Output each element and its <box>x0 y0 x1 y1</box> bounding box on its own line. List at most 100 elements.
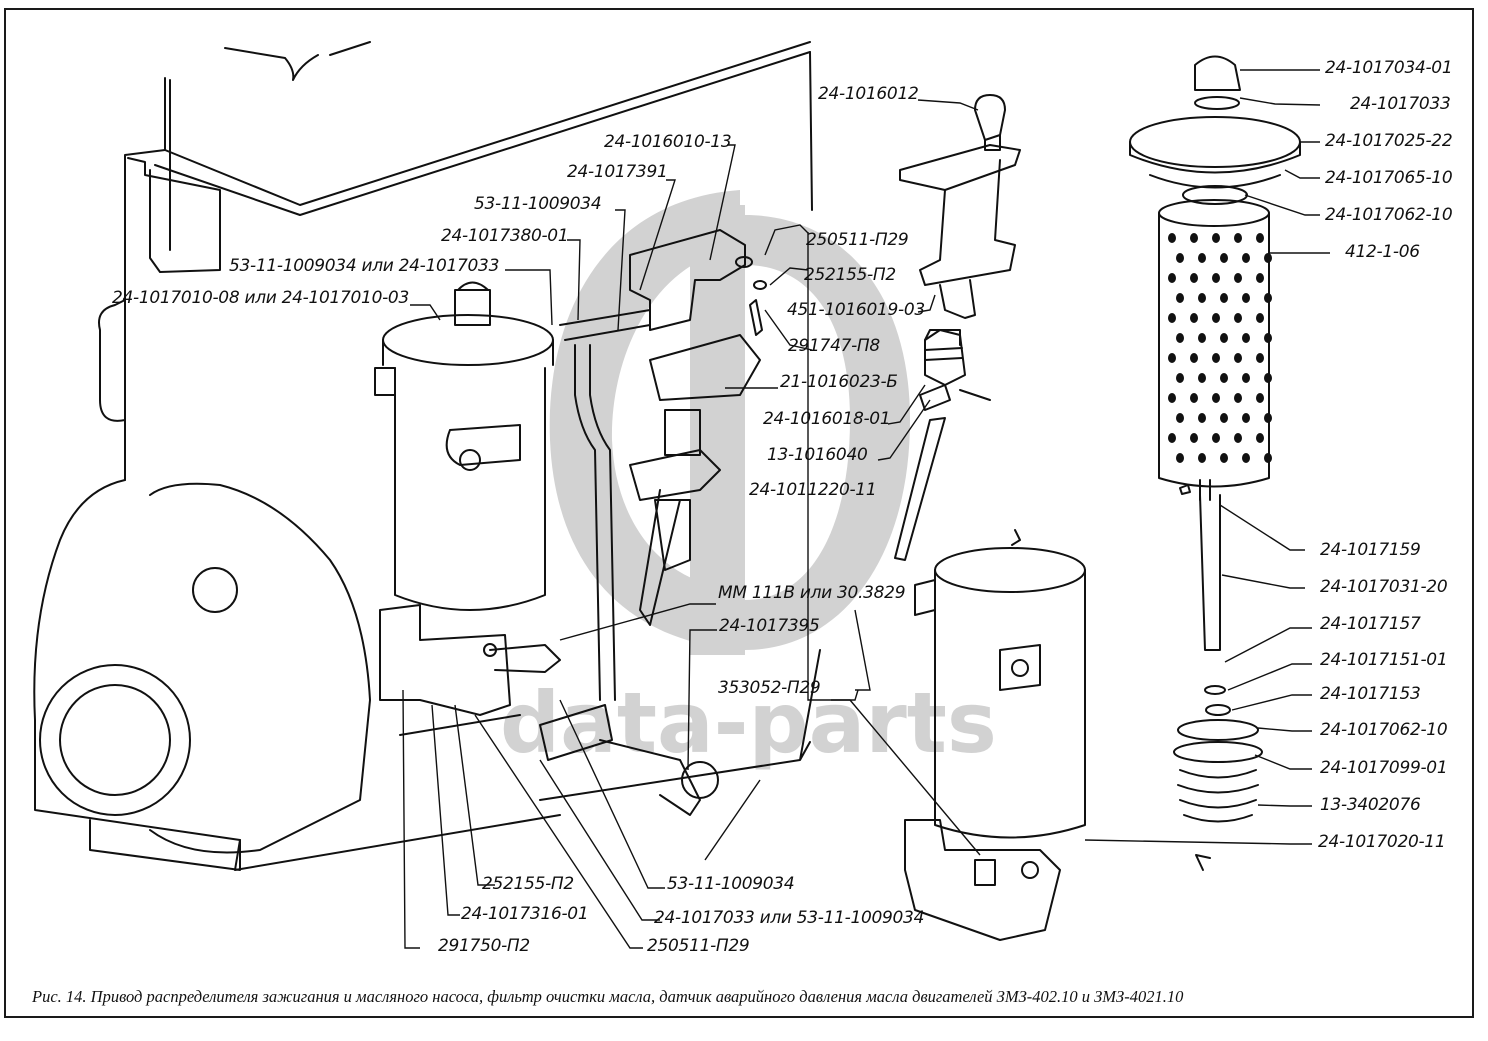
perforation-hole <box>1190 353 1198 363</box>
perforation-hole <box>1168 273 1176 283</box>
perforation-hole <box>1242 333 1250 343</box>
perforation-hole <box>1190 393 1198 403</box>
part-label: 53-11-1009034 или 24-1017033 <box>229 256 500 276</box>
perforation-hole <box>1220 293 1228 303</box>
part-label: 24-1016018-01 <box>763 409 891 429</box>
part-label: 24-1017153 <box>1320 684 1421 704</box>
perforation-hole <box>1264 293 1272 303</box>
part-label: 252155-П2 <box>804 265 896 285</box>
perforation-hole <box>1234 233 1242 243</box>
distributor-housing <box>894 94 1021 561</box>
perforation-hole <box>1168 433 1176 443</box>
perforation-hole <box>1234 313 1242 323</box>
part-label: 24-1017316-01 <box>461 904 589 924</box>
part-label: 24-1017034-01 <box>1325 58 1453 78</box>
perforation-hole <box>1176 453 1184 463</box>
part-label: ММ 111В или 30.3829 <box>718 583 906 603</box>
part-label: 250511-П29 <box>806 230 909 250</box>
part-label: 24-1017151-01 <box>1320 650 1448 670</box>
part-label: 252155-П2 <box>482 874 574 894</box>
oil-filter-on-engine <box>374 281 561 716</box>
perforation-hole <box>1176 333 1184 343</box>
perforation-hole <box>1220 453 1228 463</box>
perforation-hole <box>1198 453 1206 463</box>
part-label: 24-1017062-10 <box>1320 720 1448 740</box>
perforation-hole <box>1190 233 1198 243</box>
part-label: 412-1-06 <box>1345 242 1420 262</box>
part-label: 250511-П29 <box>647 936 750 956</box>
perforation-hole <box>1256 313 1264 323</box>
part-label: 24-1017062-10 <box>1325 205 1453 225</box>
perforation-hole <box>1242 373 1250 383</box>
oil-filter-housing-exploded <box>904 529 1086 941</box>
part-label: 24-1016010-13 <box>604 132 732 152</box>
perforation-hole <box>1198 333 1206 343</box>
part-label: 53-11-1009034 <box>667 874 795 894</box>
perforation-hole <box>1256 353 1264 363</box>
part-label: 24-1017025-22 <box>1325 131 1453 151</box>
perforation-hole <box>1212 353 1220 363</box>
perforation-hole <box>1242 453 1250 463</box>
leader-lines <box>402 69 1330 949</box>
part-label: 13-3402076 <box>1320 795 1421 815</box>
perforation-hole <box>1190 313 1198 323</box>
part-label: 291747-П8 <box>788 336 880 356</box>
perforation-hole <box>1264 453 1272 463</box>
oil-filter-element-exploded <box>1129 55 1301 871</box>
perforation-hole <box>1190 433 1198 443</box>
part-label: 24-1017033 <box>1350 94 1451 114</box>
perforation-hole <box>1168 313 1176 323</box>
perforation-hole <box>1176 413 1184 423</box>
perforation-hole <box>1212 273 1220 283</box>
perforation-hole <box>1234 273 1242 283</box>
perforation-hole <box>1264 253 1272 263</box>
part-label: 24-1017099-01 <box>1320 758 1448 778</box>
perforation-hole <box>1198 413 1206 423</box>
figure-caption: Рис. 14. Привод распределителя зажигания… <box>32 987 1184 1006</box>
part-label: 24-1017065-10 <box>1325 168 1453 188</box>
perforation-hole <box>1264 413 1272 423</box>
perforation-hole <box>1220 333 1228 343</box>
perforation-hole <box>1256 233 1264 243</box>
part-label: 24-1017395 <box>719 616 820 636</box>
perforation-hole <box>1190 273 1198 283</box>
perforation-hole <box>1220 373 1228 383</box>
perforation-hole <box>1256 433 1264 443</box>
part-label: 53-11-1009034 <box>474 194 602 214</box>
part-label: 24-1017391 <box>567 162 668 182</box>
perforation-hole <box>1168 393 1176 403</box>
perforation-hole <box>1234 353 1242 363</box>
oil-line <box>539 309 719 816</box>
part-label: 24-1017159 <box>1320 540 1421 560</box>
perforation-hole <box>1176 373 1184 383</box>
engine-block <box>33 41 821 871</box>
perforation-hole <box>1242 293 1250 303</box>
perforation-hole <box>1264 373 1272 383</box>
part-label: 13-1016040 <box>767 445 868 465</box>
perforation-hole <box>1212 233 1220 243</box>
perforation-hole <box>1168 353 1176 363</box>
perforation-hole <box>1220 413 1228 423</box>
part-label: 291750-П2 <box>438 936 530 956</box>
part-label: 24-1017010-08 или 24-1017010-03 <box>112 288 409 308</box>
part-label: 24-1016012 <box>818 84 919 104</box>
perforation-hole <box>1256 393 1264 403</box>
perforation-hole <box>1212 313 1220 323</box>
perforation-hole <box>1220 253 1228 263</box>
part-label: 21-1016023-Б <box>780 372 898 392</box>
part-label: 24-1011220-11 <box>749 480 877 500</box>
part-label: 24-1017020-11 <box>1318 832 1446 852</box>
watermark-text: data-parts <box>500 674 997 772</box>
perforation-hole <box>1242 413 1250 423</box>
part-label: 24-1017031-20 <box>1320 577 1448 597</box>
perforation-hole <box>1234 433 1242 443</box>
part-label: 451-1016019-03 <box>787 300 925 320</box>
perforation-hole <box>1198 373 1206 383</box>
perforation-hole <box>1198 253 1206 263</box>
perforation-hole <box>1198 293 1206 303</box>
part-label: 24-1017033 или 53-11-1009034 <box>654 908 925 928</box>
perforation-hole <box>1212 433 1220 443</box>
part-label: 24-1017380-01 <box>441 226 569 246</box>
perforation-hole <box>1176 293 1184 303</box>
